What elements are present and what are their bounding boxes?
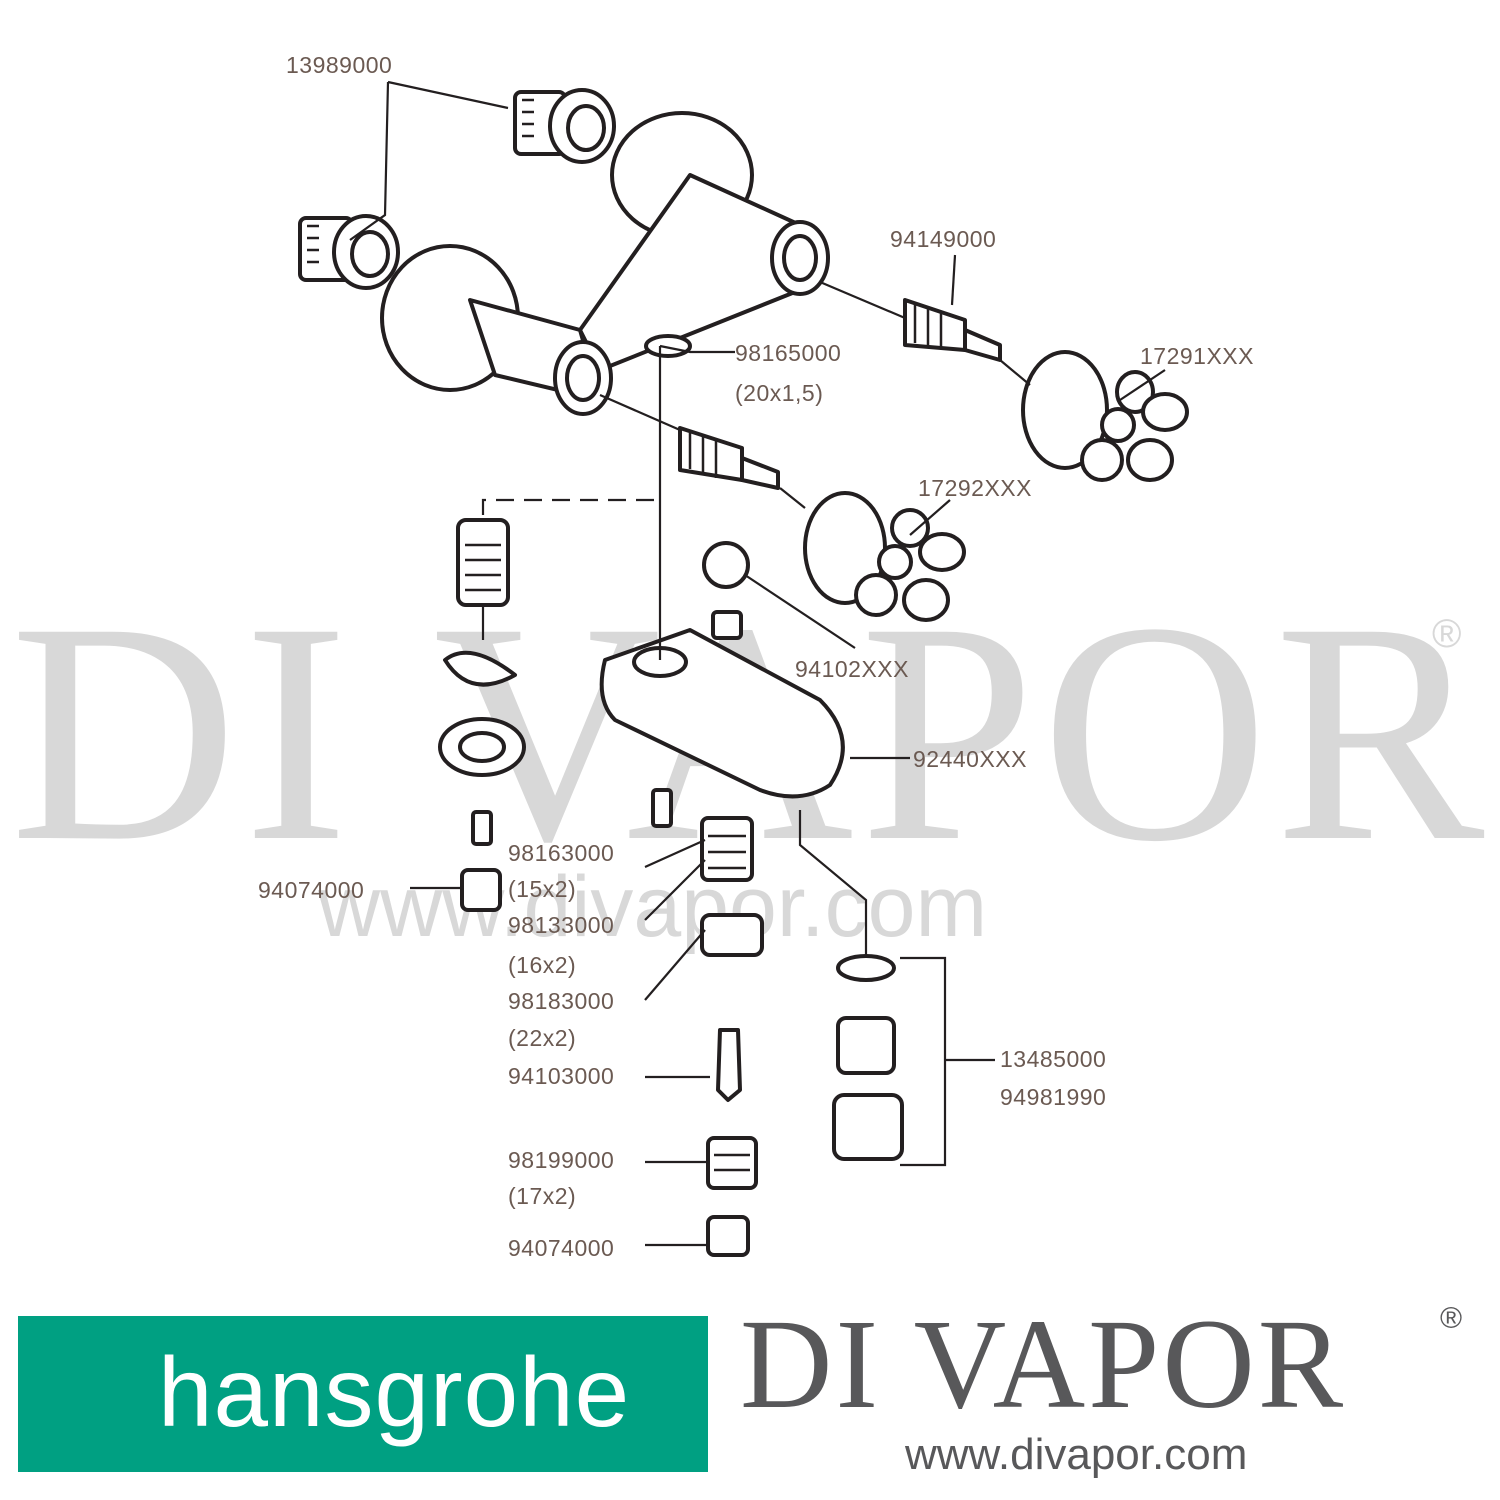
part-label: 94074000 [258, 877, 365, 903]
watermark-url: www.divapor.com [318, 859, 988, 955]
leader-13989000 [349, 80, 509, 241]
leader-98133000 [644, 859, 706, 921]
part-label: 98163000 [508, 840, 615, 866]
part-label: 13485000 [1000, 1046, 1107, 1072]
leader-98163000 [644, 838, 706, 869]
s-union-lower [298, 214, 400, 290]
part-label: 98183000 [508, 988, 615, 1014]
cartridge-hot [903, 298, 1002, 362]
part-label: 98199000 [508, 1147, 615, 1173]
leader-94102XXX [744, 574, 856, 649]
diverter-union [456, 518, 510, 607]
strainer-94074000-top [460, 868, 502, 912]
part-label: 98133000 [508, 912, 615, 938]
part-label: 13989000 [286, 52, 393, 78]
part-label: (20x1,5) [735, 380, 824, 406]
hansgrohe-logo-text: hansgrohe [158, 1337, 631, 1447]
part-label: (16x2) [508, 952, 577, 978]
leader-axis-hot-handle [999, 359, 1031, 386]
aerator-insert [836, 1016, 896, 1075]
part-label: (22x2) [508, 1025, 577, 1051]
leader-17291XXX [1119, 369, 1166, 401]
small-insert [711, 610, 743, 640]
divapor-registered-mark: ® [1440, 1302, 1463, 1335]
o-ring-17x2 [706, 1136, 758, 1190]
handle-cold [803, 491, 966, 622]
leader-spout-to-aerator [798, 810, 868, 955]
part-label: (15x2) [508, 876, 577, 902]
part-label: 94149000 [890, 226, 997, 252]
aerator-housing [832, 1093, 904, 1161]
o-ring-stack [700, 816, 754, 882]
leader-13485000-bracket [900, 956, 995, 1167]
part-label: (17x2) [508, 1183, 577, 1209]
dashed-connector [481, 498, 660, 515]
cartridge-cold [678, 426, 780, 490]
spout [599, 628, 845, 799]
part-label: 94981990 [1000, 1084, 1107, 1110]
leader-axis-cold-handle [779, 487, 806, 509]
watermark-registered-mark: ® [1432, 612, 1462, 656]
diverter-94103000 [716, 1028, 742, 1102]
leader-94149000 [950, 254, 957, 306]
part-label: 98165000 [735, 340, 842, 366]
part-label: 94103000 [508, 1063, 615, 1089]
divapor-url: www.divapor.com [905, 1430, 1248, 1479]
leader-axis-hot [819, 280, 906, 320]
mixer-body [380, 111, 830, 416]
divapor-logo: DI VAPOR [740, 1293, 1347, 1435]
hansgrohe-logo: hansgrohe [18, 1316, 708, 1472]
ring-22x2 [700, 913, 764, 957]
leader-98183000 [644, 929, 706, 1001]
leader-axis-cold [599, 393, 681, 432]
handle-hot [1021, 350, 1189, 482]
part-label: 92440XXX [913, 746, 1027, 772]
leader-98165000 [658, 344, 735, 660]
leader-17292XXX [909, 499, 951, 536]
part-label: 17291XXX [1140, 343, 1254, 369]
seal-ring [443, 650, 517, 687]
washer-hole [458, 731, 506, 763]
strainer-94074000-bottom [706, 1215, 750, 1257]
small-screw-left [471, 810, 493, 846]
part-label: 94102XXX [795, 656, 909, 682]
small-screw-mid [651, 788, 673, 828]
s-union-upper [513, 88, 616, 164]
aerator-screen [836, 954, 896, 982]
part-label: 94074000 [508, 1235, 615, 1261]
cap-disc [702, 541, 750, 589]
part-label: 17292XXX [918, 475, 1032, 501]
